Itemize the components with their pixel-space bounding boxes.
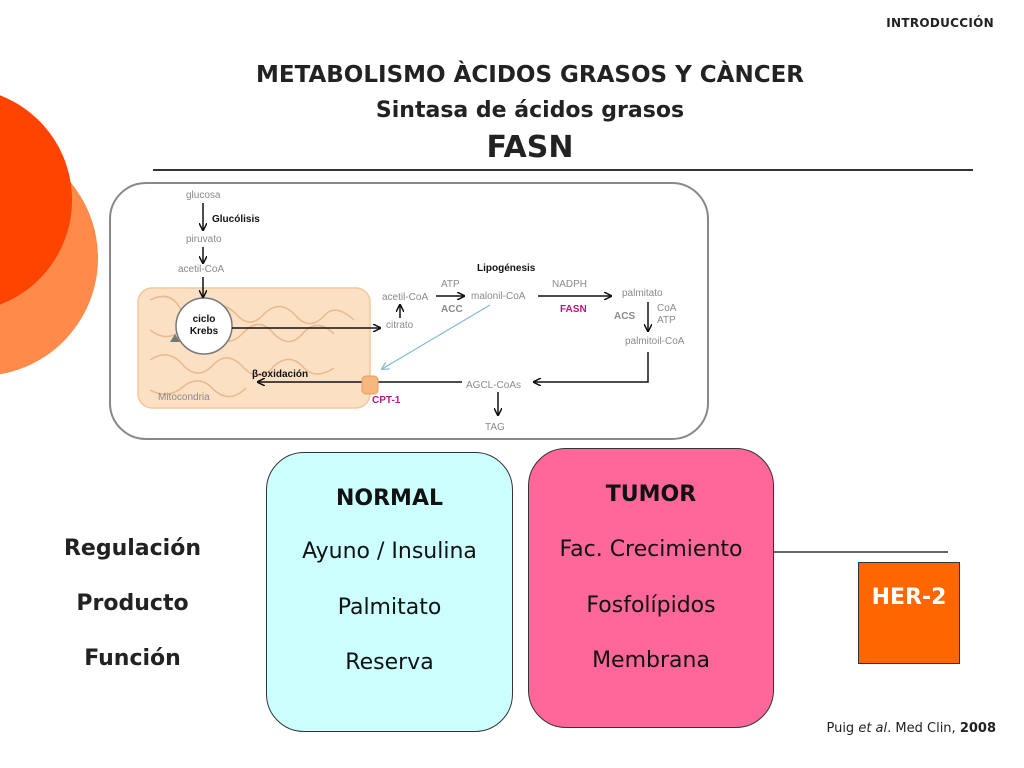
decor-circle-dark <box>0 95 72 305</box>
label-tag: TAG <box>485 422 505 433</box>
citation-authors: Puig <box>826 721 859 736</box>
page-title: METABOLISMO ÀCIDOS GRASOS Y CÀNCER <box>255 62 805 88</box>
krebs-cycle-arrowhead <box>170 334 180 342</box>
cpt1-transporter <box>361 375 379 395</box>
citation-journal: . Med Clin, <box>887 721 960 736</box>
page-focus-title: FASN <box>486 130 574 165</box>
label-acetil-coa-cyto: acetil-CoA <box>382 292 428 303</box>
tumor-regulation: Fac. Crecimiento <box>559 537 743 562</box>
normal-regulation: Ayuno / Insulina <box>302 539 477 564</box>
row-label-regulacion: Regulación <box>63 536 202 561</box>
label-glucosa: glucosa <box>186 190 221 201</box>
citation-year: 2008 <box>959 721 996 736</box>
label-malonil-coa: malonil-CoA <box>471 291 526 302</box>
label-agcl-coas: AGCL-CoAs <box>466 380 521 391</box>
label-glucolisis: Glucólisis <box>212 214 260 225</box>
normal-product: Palmitato <box>337 595 442 620</box>
label-cpt1: CPT-1 <box>372 395 401 406</box>
row-label-producto: Producto <box>76 591 189 616</box>
label-beta-oxidacion: β-oxidación <box>252 369 308 380</box>
title-divider <box>153 169 973 171</box>
normal-function: Reserva <box>345 650 434 675</box>
arrow-malonil-cpt1-inhibition <box>382 304 491 369</box>
citation-etal: et al <box>858 721 888 736</box>
tumor-product: Fosfolípidos <box>586 593 716 618</box>
label-coa: CoA <box>657 303 677 314</box>
section-tag: INTRODUCCIÓN <box>886 16 994 30</box>
label-atp-acc: ATP <box>441 279 460 290</box>
label-citrato: citrato <box>386 320 414 331</box>
label-atp-acs: ATP <box>657 315 676 326</box>
label-palmitato: palmitato <box>622 288 663 299</box>
her2-box: HER-2 <box>858 562 960 664</box>
label-fasn-enzyme: FASN <box>560 304 587 315</box>
label-acetil-coa-mito: acetil-CoA <box>178 264 224 275</box>
mitochondria-cristae <box>149 295 355 398</box>
tumor-function: Membrana <box>592 648 710 673</box>
arrow-palmitoilcoa-agcl <box>534 352 649 382</box>
mitochondria-shape <box>137 287 371 409</box>
label-nadph: NADPH <box>552 279 587 290</box>
krebs-cycle-circle <box>175 297 233 355</box>
label-acc: ACC <box>441 304 463 315</box>
row-label-funcion: Función <box>84 646 181 671</box>
page-subtitle: Sintasa de ácidos grasos <box>375 98 685 123</box>
label-lipogenesis: Lipogénesis <box>477 263 536 274</box>
tumor-card: TUMOR Fac. Crecimiento Fosfolípidos Memb… <box>528 448 774 728</box>
label-mitocondria: Mitocondria <box>158 392 210 403</box>
citation: Puig et al. Med Clin, 2008 <box>826 721 996 736</box>
normal-card: NORMAL Ayuno / Insulina Palmitato Reserv… <box>266 452 513 732</box>
normal-heading: NORMAL <box>336 486 443 511</box>
tumor-heading: TUMOR <box>605 482 697 507</box>
krebs-label-ciclo: ciclo <box>193 314 216 325</box>
label-palmitoil-coa: palmitoil-CoA <box>625 336 685 347</box>
label-acs: ACS <box>614 311 635 322</box>
krebs-label-krebs: Krebs <box>190 326 219 337</box>
label-piruvato: piruvato <box>186 234 222 245</box>
